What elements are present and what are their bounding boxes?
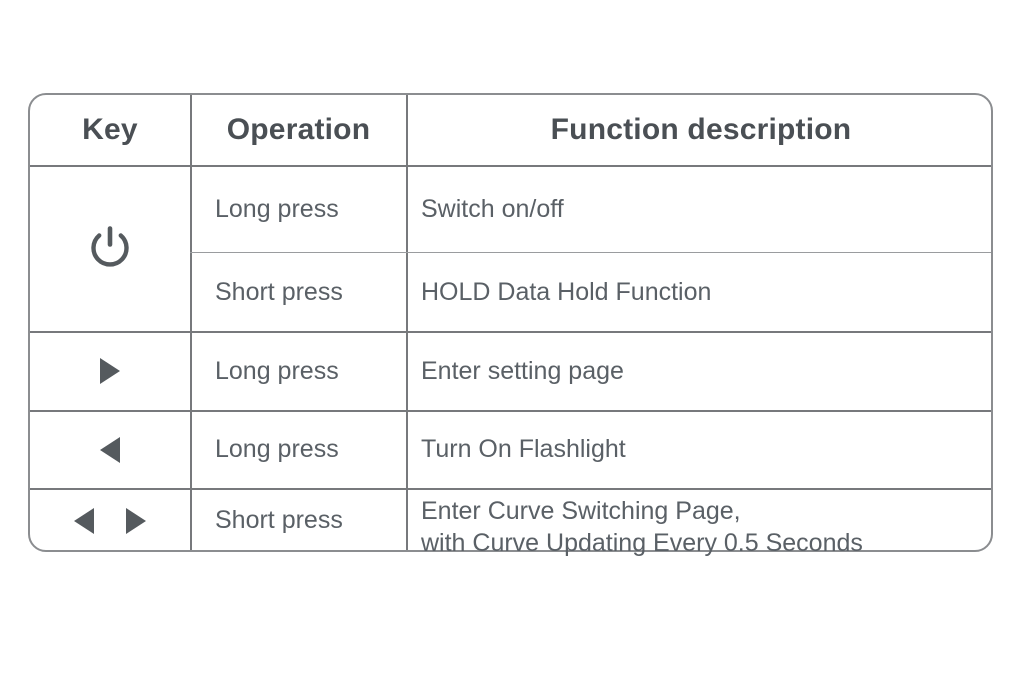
power-icon	[87, 225, 133, 273]
column-header-operation: Operation	[226, 113, 371, 146]
table-cell-function-1: Switch on/off	[421, 194, 564, 223]
key-function-table: Key Operation Function description	[28, 93, 993, 557]
table-cell-key-left	[30, 411, 190, 488]
table-cell-key-power	[30, 166, 190, 331]
table-cell-function-2: HOLD Data Hold Function	[421, 277, 712, 306]
table-cell-function-5: Enter Curve Switching Page, with Curve U…	[407, 489, 1007, 557]
row-divider-power-sub	[190, 252, 991, 254]
column-divider-operation-function	[406, 95, 408, 550]
table-cell-function-3: Enter setting page	[421, 356, 624, 385]
function-5-line-2: with Curve Updating Every 0.5 Seconds	[421, 529, 863, 557]
column-header-function-description: Function description	[550, 113, 852, 146]
triangle-right-icon	[97, 356, 123, 386]
table-cell-operation-1: Long press	[215, 194, 339, 223]
table-cell-operation-5: Short press	[215, 506, 343, 534]
column-divider-key-operation	[190, 95, 192, 550]
function-5-line-1: Enter Curve Switching Page,	[421, 497, 741, 525]
column-header-key: Key	[82, 113, 138, 146]
table-cell-operation-2: Short press	[215, 277, 343, 306]
table-cell-operation-3: Long press	[215, 356, 339, 385]
table-cell-function-4: Turn On Flashlight	[421, 435, 626, 463]
table-cell-key-left-and-right	[30, 489, 190, 552]
table-cell-key-right	[30, 332, 190, 410]
triangle-left-icon	[97, 435, 123, 465]
header-row-divider	[30, 165, 991, 167]
triangle-left-and-right-icon	[71, 506, 149, 536]
row-divider-3	[30, 410, 991, 412]
row-divider-2	[30, 331, 991, 333]
table-cell-operation-4: Long press	[215, 435, 339, 463]
row-divider-4	[30, 488, 991, 490]
